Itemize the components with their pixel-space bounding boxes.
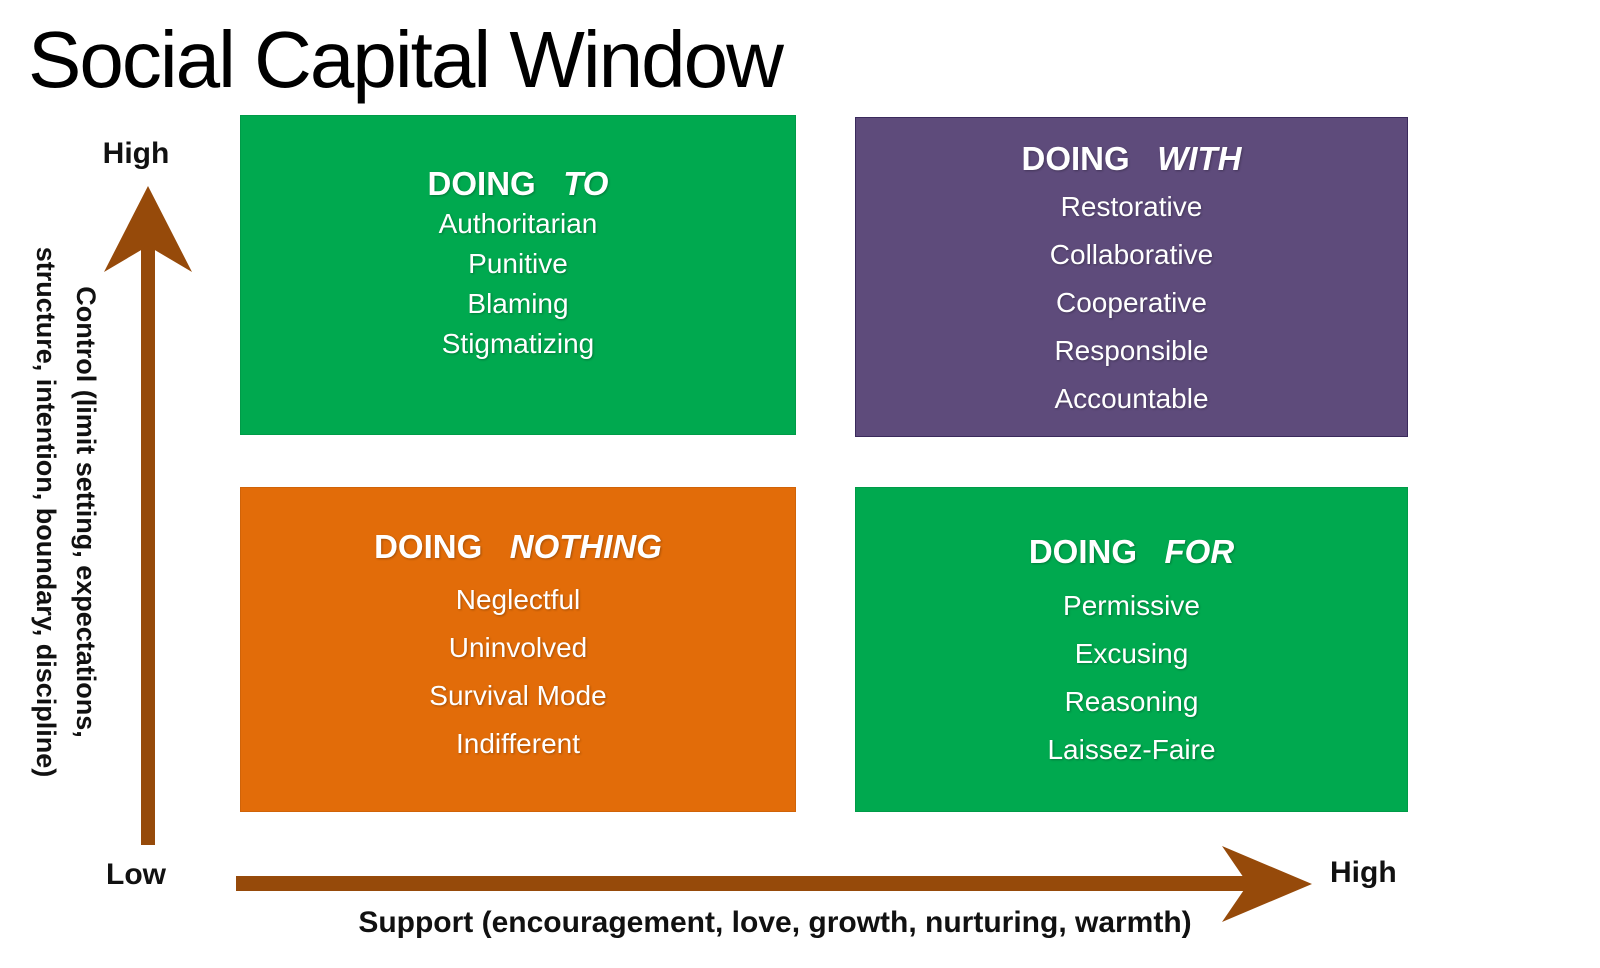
list-item: Responsible bbox=[1054, 335, 1209, 366]
y-axis-title-line1: Control (limit setting, expectations, bbox=[71, 286, 101, 738]
heading-italic: NOTHING bbox=[509, 528, 662, 565]
y-axis-title: Control (limit setting, expectations, st… bbox=[26, 192, 106, 832]
list-item: Cooperative bbox=[1056, 287, 1207, 318]
list-item: Stigmatizing bbox=[441, 328, 595, 359]
heading-plain: DOING bbox=[374, 528, 483, 565]
heading-italic: FOR bbox=[1164, 533, 1235, 570]
list-item: Restorative bbox=[1060, 191, 1203, 222]
quadrant-doing-for-items: Permissive Excusing Reasoning Laissez-Fa… bbox=[1047, 582, 1215, 774]
y-axis-high-label: High bbox=[102, 137, 170, 170]
list-item: Laissez-Faire bbox=[1047, 734, 1216, 765]
list-item: Punitive bbox=[468, 248, 568, 279]
list-item: Uninvolved bbox=[448, 632, 588, 663]
control-axis-arrow bbox=[104, 186, 192, 845]
heading-italic: WITH bbox=[1157, 140, 1242, 177]
heading-italic: TO bbox=[563, 165, 609, 202]
quadrant-doing-with: DOING WITH Restorative Collaborative Coo… bbox=[855, 117, 1408, 437]
list-item: Blaming bbox=[467, 288, 569, 319]
quadrant-doing-with-heading: DOING WITH bbox=[1022, 139, 1242, 179]
quadrant-doing-nothing-heading: DOING NOTHING bbox=[374, 527, 662, 567]
support-axis-arrow bbox=[236, 846, 1312, 922]
quadrant-doing-nothing-items: Neglectful Uninvolved Survival Mode Indi… bbox=[429, 576, 606, 768]
quadrant-doing-to-items: Authoritarian Punitive Blaming Stigmatiz… bbox=[439, 204, 598, 364]
x-axis-title: Support (encouragement, love, growth, nu… bbox=[358, 906, 1192, 939]
x-axis-high-label: High bbox=[1330, 856, 1397, 889]
heading-plain: DOING bbox=[1028, 533, 1137, 570]
list-item: Accountable bbox=[1054, 383, 1209, 414]
list-item: Survival Mode bbox=[429, 680, 607, 711]
list-item: Reasoning bbox=[1064, 686, 1199, 717]
quadrant-doing-for-heading: DOING FOR bbox=[1029, 532, 1234, 572]
quadrant-doing-for: DOING FOR Permissive Excusing Reasoning … bbox=[855, 487, 1408, 812]
list-item: Authoritarian bbox=[438, 208, 598, 239]
list-item: Collaborative bbox=[1049, 239, 1214, 270]
y-axis-low-label: Low bbox=[106, 858, 166, 891]
quadrant-doing-to: DOING TO Authoritarian Punitive Blaming … bbox=[240, 115, 796, 435]
quadrant-doing-nothing: DOING NOTHING Neglectful Uninvolved Surv… bbox=[240, 487, 796, 812]
heading-plain: DOING bbox=[1021, 140, 1130, 177]
list-item: Permissive bbox=[1063, 590, 1200, 621]
quadrant-doing-with-items: Restorative Collaborative Cooperative Re… bbox=[1050, 183, 1213, 423]
list-item: Excusing bbox=[1074, 638, 1189, 669]
quadrant-doing-to-heading: DOING TO bbox=[428, 164, 609, 204]
list-item: Neglectful bbox=[455, 584, 581, 615]
y-axis-title-line2: structure, intention, boundary, discipli… bbox=[31, 246, 61, 778]
list-item: Indifferent bbox=[455, 728, 581, 759]
heading-plain: DOING bbox=[427, 165, 536, 202]
page-title: Social Capital Window bbox=[28, 15, 784, 104]
